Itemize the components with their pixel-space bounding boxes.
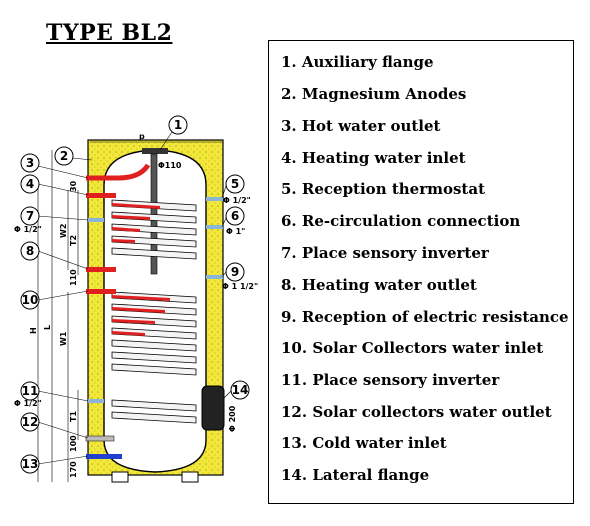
size-5: Φ 1/2": [223, 196, 251, 205]
legend-item-7: 7. Place sensory inverter: [281, 244, 489, 262]
legend-item-2: 2. Magnesium Anodes: [281, 85, 467, 103]
legend-item-1: 1. Auxiliary flange: [281, 53, 434, 71]
dim-d110: Φ110: [158, 161, 182, 170]
size-14: Φ 200: [228, 405, 237, 432]
svg-text:11: 11: [22, 384, 39, 398]
size-7: Φ 1/2": [14, 225, 42, 234]
svg-text:2: 2: [60, 149, 68, 163]
top-flange: [142, 148, 168, 154]
heating-inlet-pipe: [86, 193, 116, 198]
dim-w2: W2: [59, 224, 68, 238]
callout-13: 13: [20, 454, 40, 474]
solar-inlet-pipe: [86, 289, 116, 294]
svg-text:3: 3: [26, 156, 34, 170]
svg-text:10: 10: [22, 293, 39, 307]
callout-3: 3: [20, 153, 40, 173]
boiler-svg: p Φ110 30 W2 T2 110 H L W1 T1 100 170 1 …: [14, 115, 258, 483]
heating-outlet-pipe: [86, 267, 116, 272]
dim-l: L: [43, 325, 52, 330]
svg-text:7: 7: [26, 209, 34, 223]
callout-2: 2: [54, 146, 74, 166]
thermostat-socket: [206, 197, 223, 201]
callout-14: 14: [230, 380, 250, 400]
solar-outlet-pipe: [85, 435, 115, 442]
dim-s100: 100: [69, 435, 78, 452]
hot-water-outlet-pipe: [86, 163, 151, 181]
legend-item-12: 12. Solar collectors water outlet: [281, 403, 552, 421]
callout-9: 9: [225, 262, 245, 282]
dim-w1: W1: [59, 331, 68, 346]
svg-text:8: 8: [26, 244, 34, 258]
callout-10: 10: [20, 290, 40, 310]
callout-4: 4: [20, 174, 40, 194]
page-title: TYPE BL2: [46, 20, 173, 46]
recirculation-socket: [206, 225, 223, 229]
tank-foot-right: [181, 471, 199, 483]
callout-5: 5: [225, 174, 245, 194]
lateral-flange: [201, 385, 225, 431]
svg-text:12: 12: [22, 415, 39, 429]
legend-item-5: 5. Reception thermostat: [281, 180, 485, 198]
legend-box: 1. Auxiliary flange 2. Magnesium Anodes …: [268, 40, 574, 504]
legend-item-14: 14. Lateral flange: [281, 466, 430, 484]
boiler-diagram: p Φ110 30 W2 T2 110 H L W1 T1 100 170 1 …: [0, 0, 268, 522]
svg-text:14: 14: [232, 383, 249, 397]
sensor-socket-7: [88, 218, 104, 222]
lower-coil-hot: [112, 295, 170, 336]
size-6: Φ 1": [226, 227, 245, 236]
legend-item-13: 13. Cold water inlet: [281, 434, 447, 452]
legend-item-3: 3. Hot water outlet: [281, 117, 441, 135]
callout-6: 6: [225, 206, 245, 226]
legend-item-11: 11. Place sensory inverter: [281, 371, 500, 389]
size-11: Φ 1/2": [14, 399, 42, 408]
legend-item-9: 9. Reception of electric resistance: [281, 308, 569, 326]
dim-p: p: [139, 132, 145, 141]
size-9: Φ 1 1/2": [222, 282, 258, 291]
callout-7: 7: [20, 206, 40, 226]
callout-12: 12: [20, 412, 40, 432]
svg-text:6: 6: [231, 209, 239, 223]
upper-coil-hot: [112, 203, 160, 243]
legend-item-8: 8. Heating water outlet: [281, 276, 477, 294]
svg-text:9: 9: [231, 265, 239, 279]
cold-water-inlet-pipe: [86, 454, 122, 459]
callout-8: 8: [20, 241, 40, 261]
leader-lines: [37, 131, 233, 465]
dim-s110: 110: [69, 269, 78, 286]
callout-11: 11: [20, 381, 40, 401]
callout-1: 1: [168, 115, 188, 135]
svg-text:1: 1: [174, 118, 182, 132]
legend-item-10: 10. Solar Collectors water inlet: [281, 339, 544, 357]
dim-t2: T2: [69, 235, 78, 246]
svg-text:5: 5: [231, 177, 239, 191]
electric-resistance-socket: [206, 275, 223, 279]
tank-foot-left: [111, 471, 129, 483]
svg-text:13: 13: [22, 457, 39, 471]
dim-s170: 170: [69, 461, 78, 478]
dim-s30: 30: [69, 180, 78, 192]
dim-t1: T1: [69, 411, 78, 422]
svg-text:4: 4: [26, 177, 34, 191]
sensor-socket-11: [88, 399, 104, 403]
legend-item-6: 6. Re-circulation connection: [281, 212, 521, 230]
dim-h: H: [29, 327, 38, 334]
legend-item-4: 4. Heating water inlet: [281, 149, 466, 167]
